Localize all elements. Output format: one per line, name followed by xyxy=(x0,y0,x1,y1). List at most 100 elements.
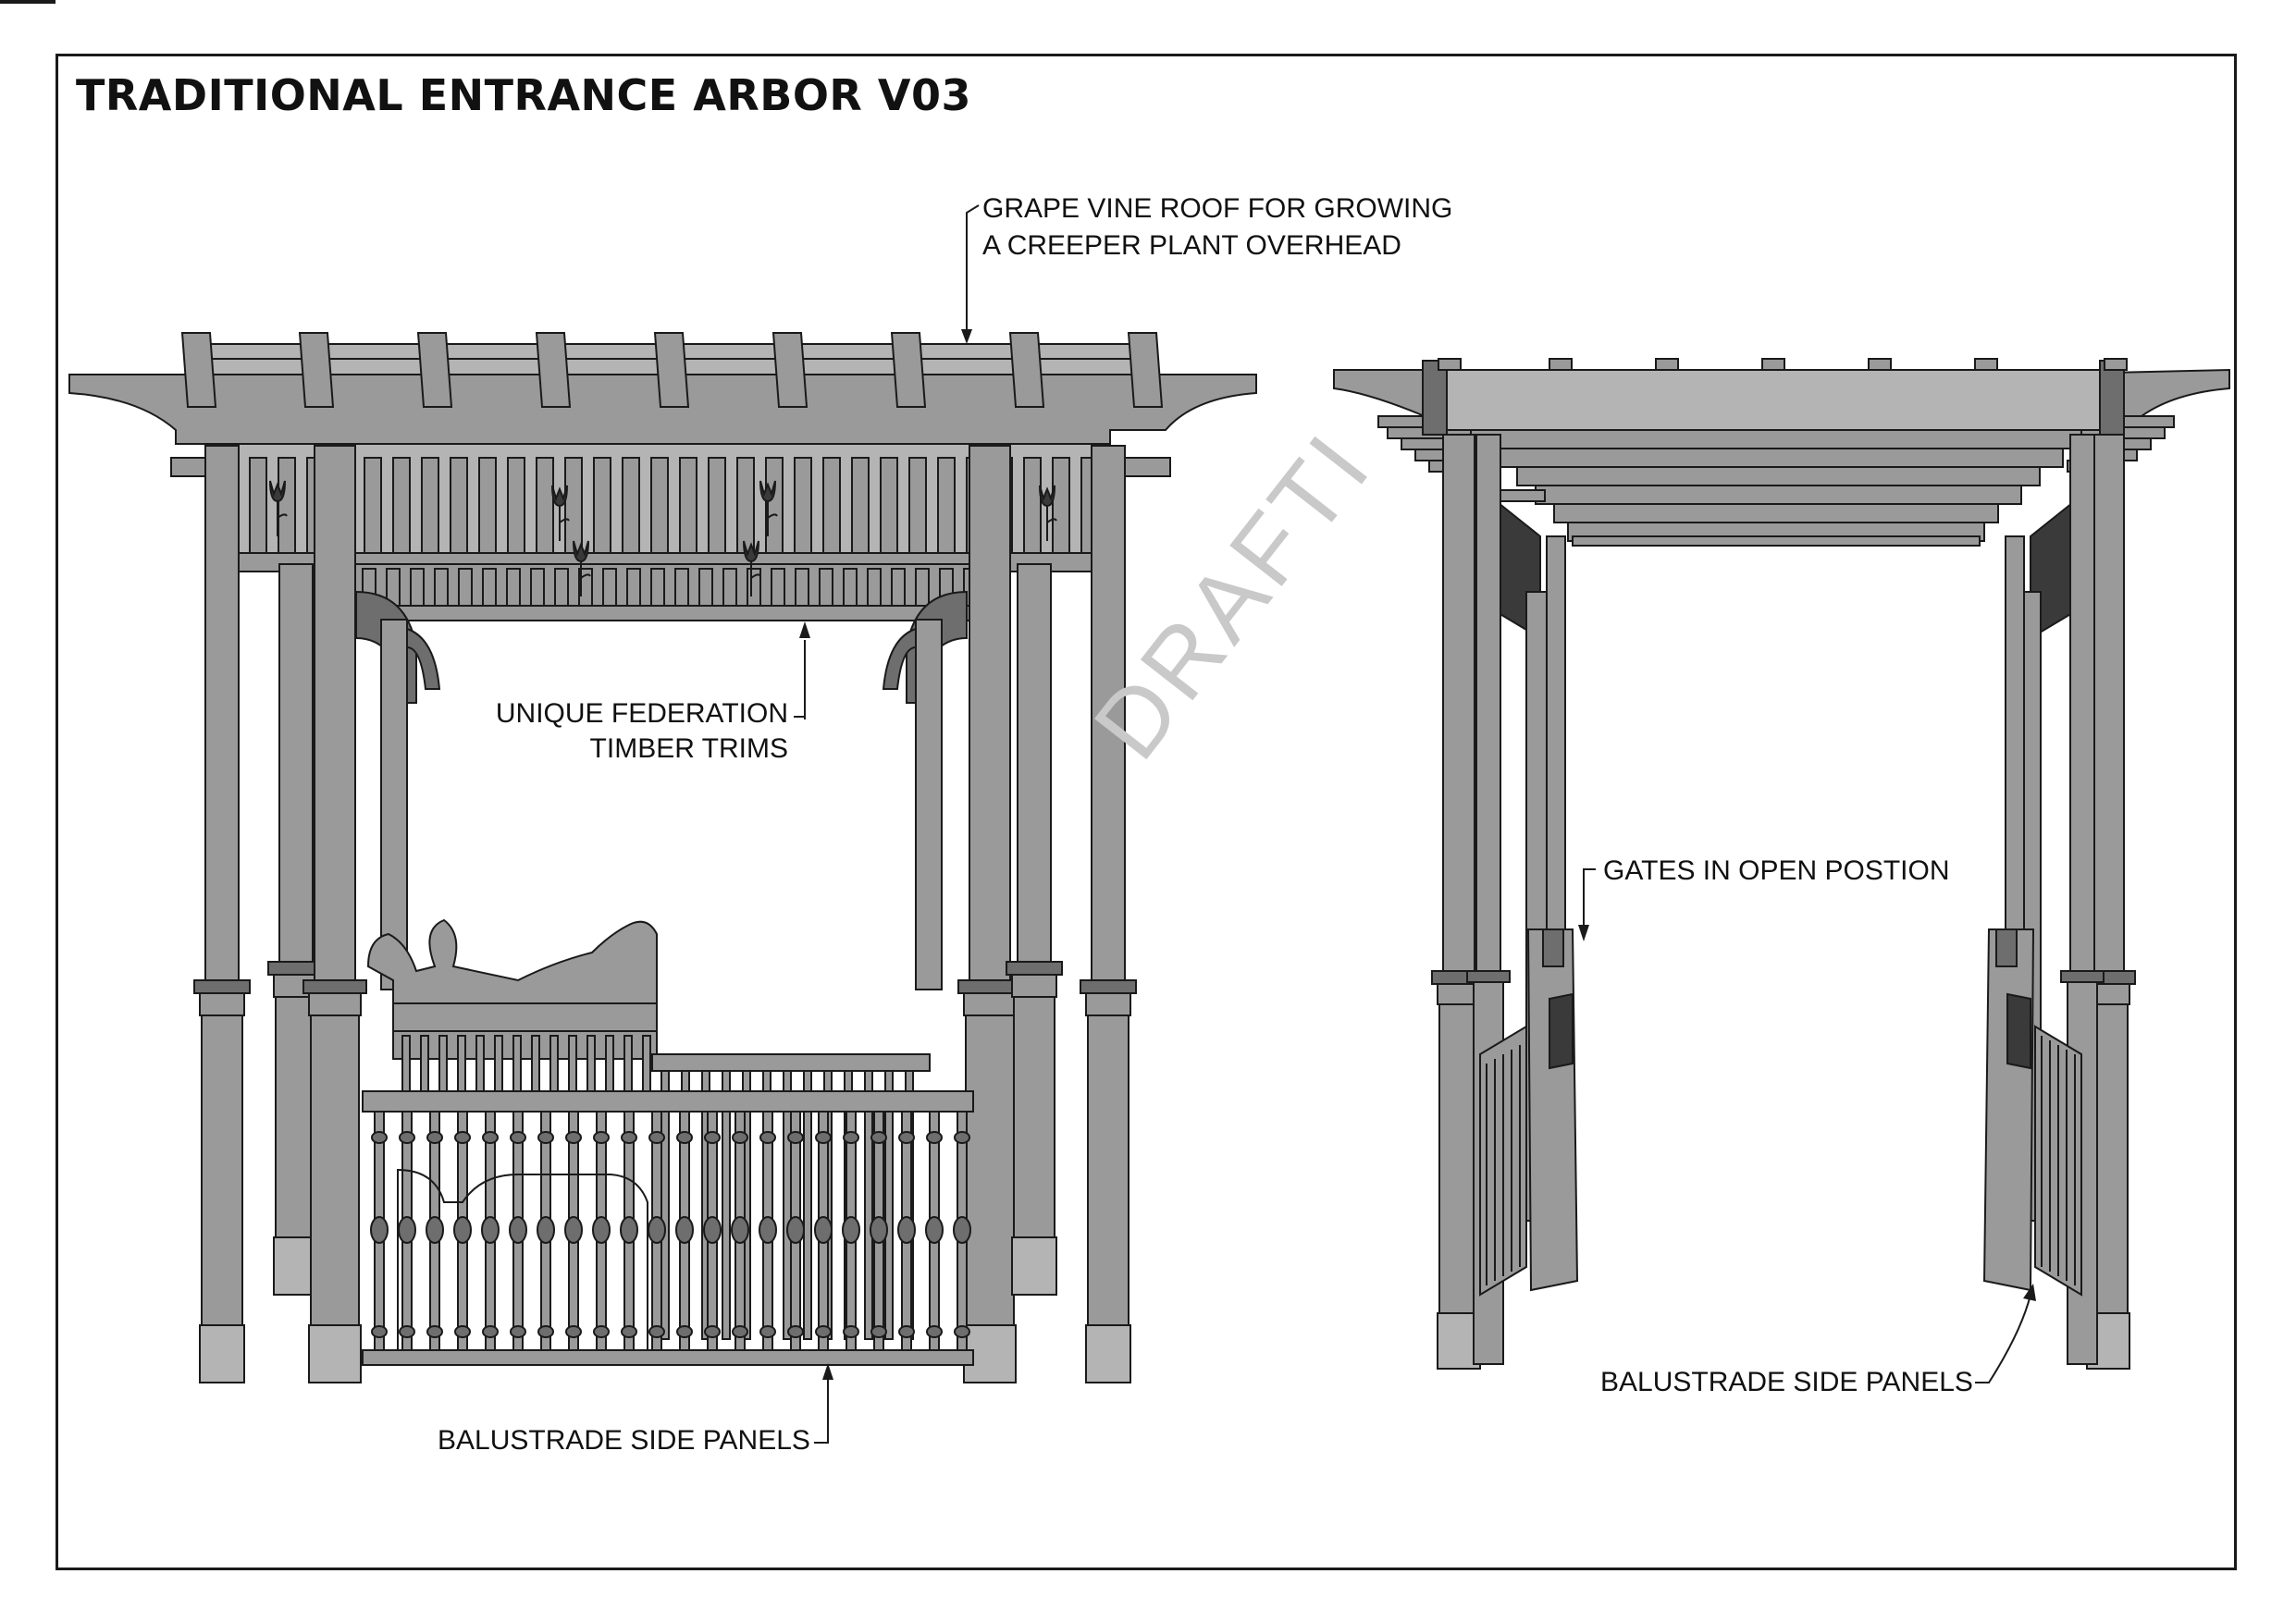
front-inner-slat xyxy=(410,568,425,607)
baluster xyxy=(925,1111,944,1351)
drawing-title: TRADITIONAL ENTRANCE ARBOR V03 xyxy=(76,70,971,120)
front-frieze-slat xyxy=(880,457,898,556)
front-rafter-ends xyxy=(180,332,1164,408)
front-post-cap xyxy=(1080,979,1137,994)
side-beam-end-right xyxy=(2099,360,2125,436)
front-tulip-motifs xyxy=(269,480,1057,596)
leader-roof xyxy=(966,204,980,340)
side-beam-end-left xyxy=(1422,360,1448,436)
front-inner-slat xyxy=(554,568,569,607)
baluster xyxy=(786,1111,805,1351)
baluster xyxy=(481,1111,500,1351)
front-posts xyxy=(193,445,1137,1383)
front-inner-slat xyxy=(698,568,713,607)
front-rafter-end xyxy=(1127,332,1164,408)
front-rafter-end xyxy=(535,332,572,408)
baluster xyxy=(648,1111,666,1351)
leader-balustrade-side xyxy=(1975,1294,2031,1383)
front-inner-slat xyxy=(843,568,858,607)
callout-leaders xyxy=(794,204,2036,1444)
front-balustrade-bottom-rail xyxy=(362,1349,974,1366)
front-rafter-end xyxy=(1008,332,1045,408)
side-rafter-block xyxy=(2104,358,2128,371)
front-frieze-slat xyxy=(1052,457,1070,556)
baluster xyxy=(398,1111,416,1351)
front-frieze-slat xyxy=(364,457,382,556)
side-rafter-block xyxy=(1974,358,1998,371)
tulip-icon xyxy=(269,480,288,536)
front-rafter-end xyxy=(180,332,217,408)
baluster xyxy=(537,1111,555,1351)
front-inner-slat xyxy=(434,568,449,607)
front-frieze-slat xyxy=(536,457,554,556)
front-inner-slat xyxy=(626,568,641,607)
front-inner-beam xyxy=(351,605,972,621)
front-post-cap xyxy=(302,979,367,994)
tulip-icon xyxy=(743,540,761,596)
front-rafter-end xyxy=(298,332,335,408)
side-gate-left xyxy=(1526,928,1579,1292)
tulip-icon xyxy=(573,540,591,596)
front-inner-slat xyxy=(915,568,930,607)
front-frieze-slat xyxy=(851,457,870,556)
front-inner-slat xyxy=(867,568,882,607)
front-post-shaft xyxy=(278,563,314,963)
front-rafter-end xyxy=(890,332,927,408)
front-frieze-slat xyxy=(794,457,812,556)
label-balustrade-front: BALUSTRADE SIDE PANELS xyxy=(438,1425,810,1456)
front-post-shaft xyxy=(1091,445,1126,981)
baluster xyxy=(675,1111,694,1351)
front-balustrade-top-rail xyxy=(362,1090,974,1113)
front-frieze-slat xyxy=(249,457,267,556)
front-inner-slat xyxy=(602,568,617,607)
front-inner-post-right xyxy=(915,619,943,990)
front-post-base xyxy=(308,1324,362,1383)
baluster xyxy=(703,1111,722,1351)
front-view-arbor xyxy=(68,332,1257,1383)
drawing-border xyxy=(56,54,2237,1570)
side-gate-right xyxy=(1982,928,2035,1292)
label-gates: GATES IN OPEN POSTION xyxy=(1603,855,1950,886)
baluster xyxy=(592,1111,611,1351)
front-balusters xyxy=(370,1111,971,1351)
label-roof-line1: GRAPE VINE ROOF FOR GROWING xyxy=(982,193,1453,224)
label-roof-line2: A CREEPER PLANT OVERHEAD xyxy=(982,230,1401,261)
front-frieze-slat xyxy=(622,457,640,556)
side-post-shaft xyxy=(1442,434,1475,972)
front-post-base xyxy=(199,1324,245,1383)
baluster xyxy=(564,1111,583,1351)
baluster xyxy=(722,1070,731,1340)
label-balustrade-side: BALUSTRADE SIDE PANELS xyxy=(1600,1367,1973,1397)
baluster xyxy=(426,1111,444,1351)
front-inner-slat xyxy=(891,568,906,607)
front-inner-slat xyxy=(819,568,833,607)
side-posts xyxy=(1431,434,2136,1370)
front-frieze-slat xyxy=(679,457,697,556)
front-frieze-slat xyxy=(908,457,927,556)
baluster xyxy=(803,1070,812,1340)
front-frieze-slat xyxy=(1023,457,1042,556)
front-frieze-slat xyxy=(421,457,439,556)
baluster xyxy=(884,1070,894,1340)
tulip-icon xyxy=(1039,485,1057,541)
baluster xyxy=(814,1111,833,1351)
front-frieze-slat xyxy=(822,457,841,556)
front-post-base xyxy=(1085,1324,1131,1383)
front-inner-slat xyxy=(506,568,521,607)
front-post-cap xyxy=(193,979,251,994)
front-frieze-slat xyxy=(937,457,956,556)
side-post-shaft xyxy=(2092,434,2125,972)
side-rafter-block xyxy=(1761,358,1785,371)
side-rafter-block xyxy=(1655,358,1679,371)
front-post-base xyxy=(1011,1236,1057,1296)
baluster xyxy=(953,1111,971,1351)
baluster xyxy=(870,1111,888,1351)
front-rafter-end xyxy=(772,332,809,408)
front-roof-beam xyxy=(68,374,1257,445)
front-inner-post-left xyxy=(380,619,408,990)
front-frieze-slat xyxy=(736,457,755,556)
front-rafter-end xyxy=(416,332,453,408)
front-post-shaft xyxy=(969,445,1011,981)
